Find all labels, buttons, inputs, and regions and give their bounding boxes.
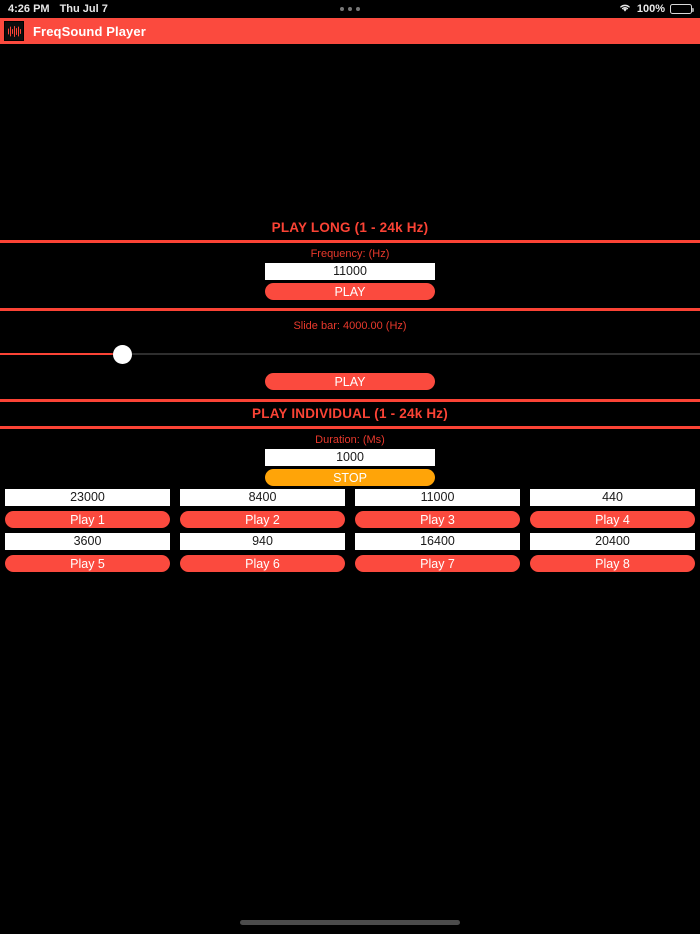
status-date: Thu Jul 7 — [59, 3, 108, 15]
play-long-section-title: PLAY LONG (1 - 24k Hz) — [271, 220, 429, 235]
wifi-icon — [618, 2, 632, 16]
slide-bar[interactable] — [0, 338, 700, 370]
status-bar: 4:26 PM Thu Jul 7 100% — [0, 0, 700, 18]
top-spacer — [0, 44, 700, 216]
slide-bar-label: Slide bar: 4000.00 (Hz) — [293, 320, 407, 332]
duration-input-row — [0, 449, 700, 466]
frequency-cell-input-3[interactable] — [355, 489, 520, 506]
play-slidebar-button[interactable]: PLAY — [265, 373, 435, 390]
three-dots-icon-dot-1 — [340, 7, 344, 11]
frequency-cell-input-7[interactable] — [355, 533, 520, 550]
divider-under-play-individual-title — [0, 426, 700, 429]
duration-input[interactable] — [265, 449, 435, 466]
three-dots-icon-dot-3 — [356, 7, 360, 11]
play-7-button[interactable]: Play 7 — [355, 555, 520, 572]
status-time: 4:26 PM — [8, 3, 50, 15]
frequency-cell-input-8[interactable] — [530, 533, 695, 550]
battery-percent-label: 100% — [636, 3, 665, 15]
divider-above-play-individual — [0, 399, 700, 402]
individual-frequency-grid: Play 1 Play 2 Play 3 Play 4 Play 5 Play … — [0, 486, 700, 572]
frequency-cell-input-6[interactable] — [180, 533, 345, 550]
app-titlebar: FreqSound Player — [0, 18, 700, 44]
stop-button-row: STOP — [0, 466, 700, 486]
home-indicator[interactable] — [240, 920, 460, 925]
slide-bar-thumb[interactable] — [113, 345, 132, 364]
frequency-input[interactable] — [265, 263, 435, 280]
slide-bar-fill — [0, 353, 123, 355]
stop-button[interactable]: STOP — [265, 469, 435, 486]
play-6-button[interactable]: Play 6 — [180, 555, 345, 572]
gap-after-slidebar — [0, 390, 700, 399]
play-2-button[interactable]: Play 2 — [180, 511, 345, 528]
duration-label: Duration: (Ms) — [315, 434, 385, 446]
slide-bar-track[interactable] — [0, 353, 700, 355]
status-bar-left: 4:26 PM Thu Jul 7 — [8, 3, 108, 15]
main-content: PLAY LONG (1 - 24k Hz) Frequency: (Hz) P… — [0, 44, 700, 934]
three-dots-icon-dot-2 — [348, 7, 352, 11]
play-long-button-row: PLAY — [0, 280, 700, 300]
frequency-cell-input-5[interactable] — [5, 533, 170, 550]
play-3-button[interactable]: Play 3 — [355, 511, 520, 528]
play-1-button[interactable]: Play 1 — [5, 511, 170, 528]
frequency-cell-input-4[interactable] — [530, 489, 695, 506]
status-bar-right: 100% — [618, 2, 694, 16]
frequency-cell-input-1[interactable] — [5, 489, 170, 506]
play-4-button[interactable]: Play 4 — [530, 511, 695, 528]
play-individual-section-title: PLAY INDIVIDUAL (1 - 24k Hz) — [252, 406, 448, 421]
play-8-button[interactable]: Play 8 — [530, 555, 695, 572]
frequency-input-row — [0, 263, 700, 280]
gap-after-play-long — [0, 300, 700, 308]
freqsound-waveform-icon — [4, 21, 24, 41]
frequency-label: Frequency: (Hz) — [310, 248, 390, 260]
divider-above-slidebar — [0, 308, 700, 311]
app-title: FreqSound Player — [33, 23, 146, 39]
play-5-button[interactable]: Play 5 — [5, 555, 170, 572]
divider-under-play-long-title — [0, 240, 700, 243]
slide-bar-play-row: PLAY — [0, 370, 700, 390]
play-long-button[interactable]: PLAY — [265, 283, 435, 300]
battery-full-icon — [670, 4, 694, 14]
frequency-cell-input-2[interactable] — [180, 489, 345, 506]
